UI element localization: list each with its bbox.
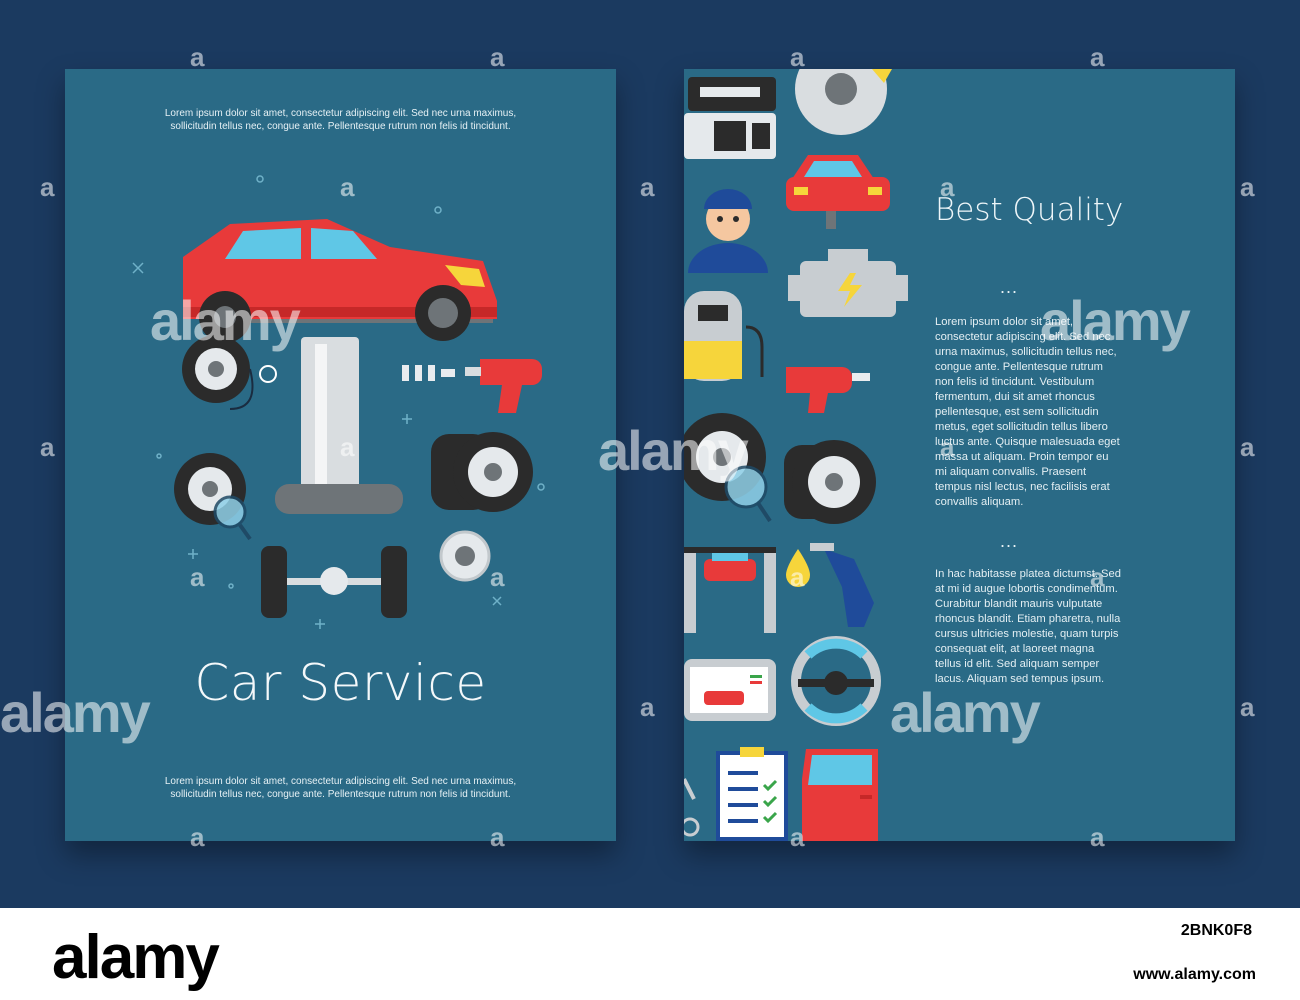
watermark-mark: a (940, 432, 955, 462)
car-front-icon (786, 155, 890, 229)
watermark-mark: a (340, 172, 355, 202)
tire-stack-icon (784, 440, 876, 524)
watermark-mark: a (1090, 42, 1105, 72)
brake-disc-icon (795, 69, 892, 135)
separator-dots: ... (1000, 531, 1019, 551)
fuel-pump-icon (684, 291, 764, 381)
separator-dots: ... (1000, 277, 1019, 297)
watermark-mark: a (40, 432, 55, 462)
image-id: 2BNK0F8 (1180, 922, 1252, 939)
engine-icon (788, 249, 908, 317)
watermark-mark: a (640, 692, 655, 722)
watermark-mark: a (790, 822, 805, 852)
watermark-mark: a (940, 172, 955, 202)
body-paragraph-2: In hac habitasse platea dictumst. Sed at… (935, 568, 1121, 685)
watermark-mark: a (190, 562, 205, 592)
wheel-with-magnifier-icon (684, 413, 772, 523)
watermark-mark: a (190, 42, 205, 72)
best-quality-card: Best Quality ... Lorem ipsum dolor sit a… (684, 69, 1235, 841)
tire-stack-icon (431, 432, 533, 512)
tool-icon (684, 778, 700, 837)
service-illustration (132, 175, 545, 629)
best-quality-title: Best Quality (935, 192, 1124, 228)
wheel-icon (182, 335, 277, 410)
two-post-lift-icon (684, 547, 776, 633)
watermark-mark: a (1090, 822, 1105, 852)
car-service-card: Lorem ipsum dolor sit amet, consectetur … (65, 69, 616, 841)
site-url[interactable]: www.alamy.com (1133, 966, 1256, 983)
checklist-icon (716, 747, 788, 841)
watermark-mark: a (1240, 692, 1255, 722)
car-service-title: Car Service (194, 654, 487, 712)
watermark-mark: a (40, 172, 55, 202)
wheel-with-magnifier-icon (174, 453, 252, 541)
radio-icon (684, 77, 776, 159)
impact-wrench-icon (786, 367, 870, 413)
steering-wheel-icon (791, 636, 881, 726)
watermark-mark: a (490, 822, 505, 852)
fuel-nozzle-icon (786, 543, 874, 627)
icon-column (684, 69, 908, 841)
watermark-mark: a (790, 562, 805, 592)
watermark-mark: a (1090, 562, 1105, 592)
sparkles (132, 175, 545, 629)
watermark-mark: a (490, 42, 505, 72)
diagnostic-screen-icon (684, 659, 776, 721)
watermark-mark: a (1240, 432, 1255, 462)
watermark-mark: a (190, 822, 205, 852)
watermark: alamy (0, 681, 151, 744)
watermark-mark: a (640, 172, 655, 202)
card-bottom-text: Lorem ipsum dolor sit amet, consectetur … (164, 776, 517, 800)
card-top-text: Lorem ipsum dolor sit amet, consectetur … (164, 108, 517, 132)
stock-footer: alamy 2BNK0F8 www.alamy.com (0, 908, 1300, 1000)
watermark-mark: a (790, 42, 805, 72)
watermark-mark: a (1240, 172, 1255, 202)
impact-wrench-icon (402, 359, 542, 413)
watermark: alamy (598, 419, 749, 482)
watermark: alamy (150, 289, 301, 352)
watermark: alamy (1040, 289, 1191, 352)
watermark: alamy (890, 681, 1041, 744)
alamy-logo: alamy (52, 923, 220, 992)
watermark-mark: a (490, 562, 505, 592)
axle-icon (261, 546, 407, 618)
mechanic-icon (688, 189, 768, 273)
red-car-icon (183, 219, 497, 343)
body-paragraph-1: Lorem ipsum dolor sit amet, consectetur … (935, 316, 1120, 508)
car-door-icon (802, 749, 878, 841)
rim-icon (439, 530, 491, 582)
watermark-mark: a (340, 432, 355, 462)
